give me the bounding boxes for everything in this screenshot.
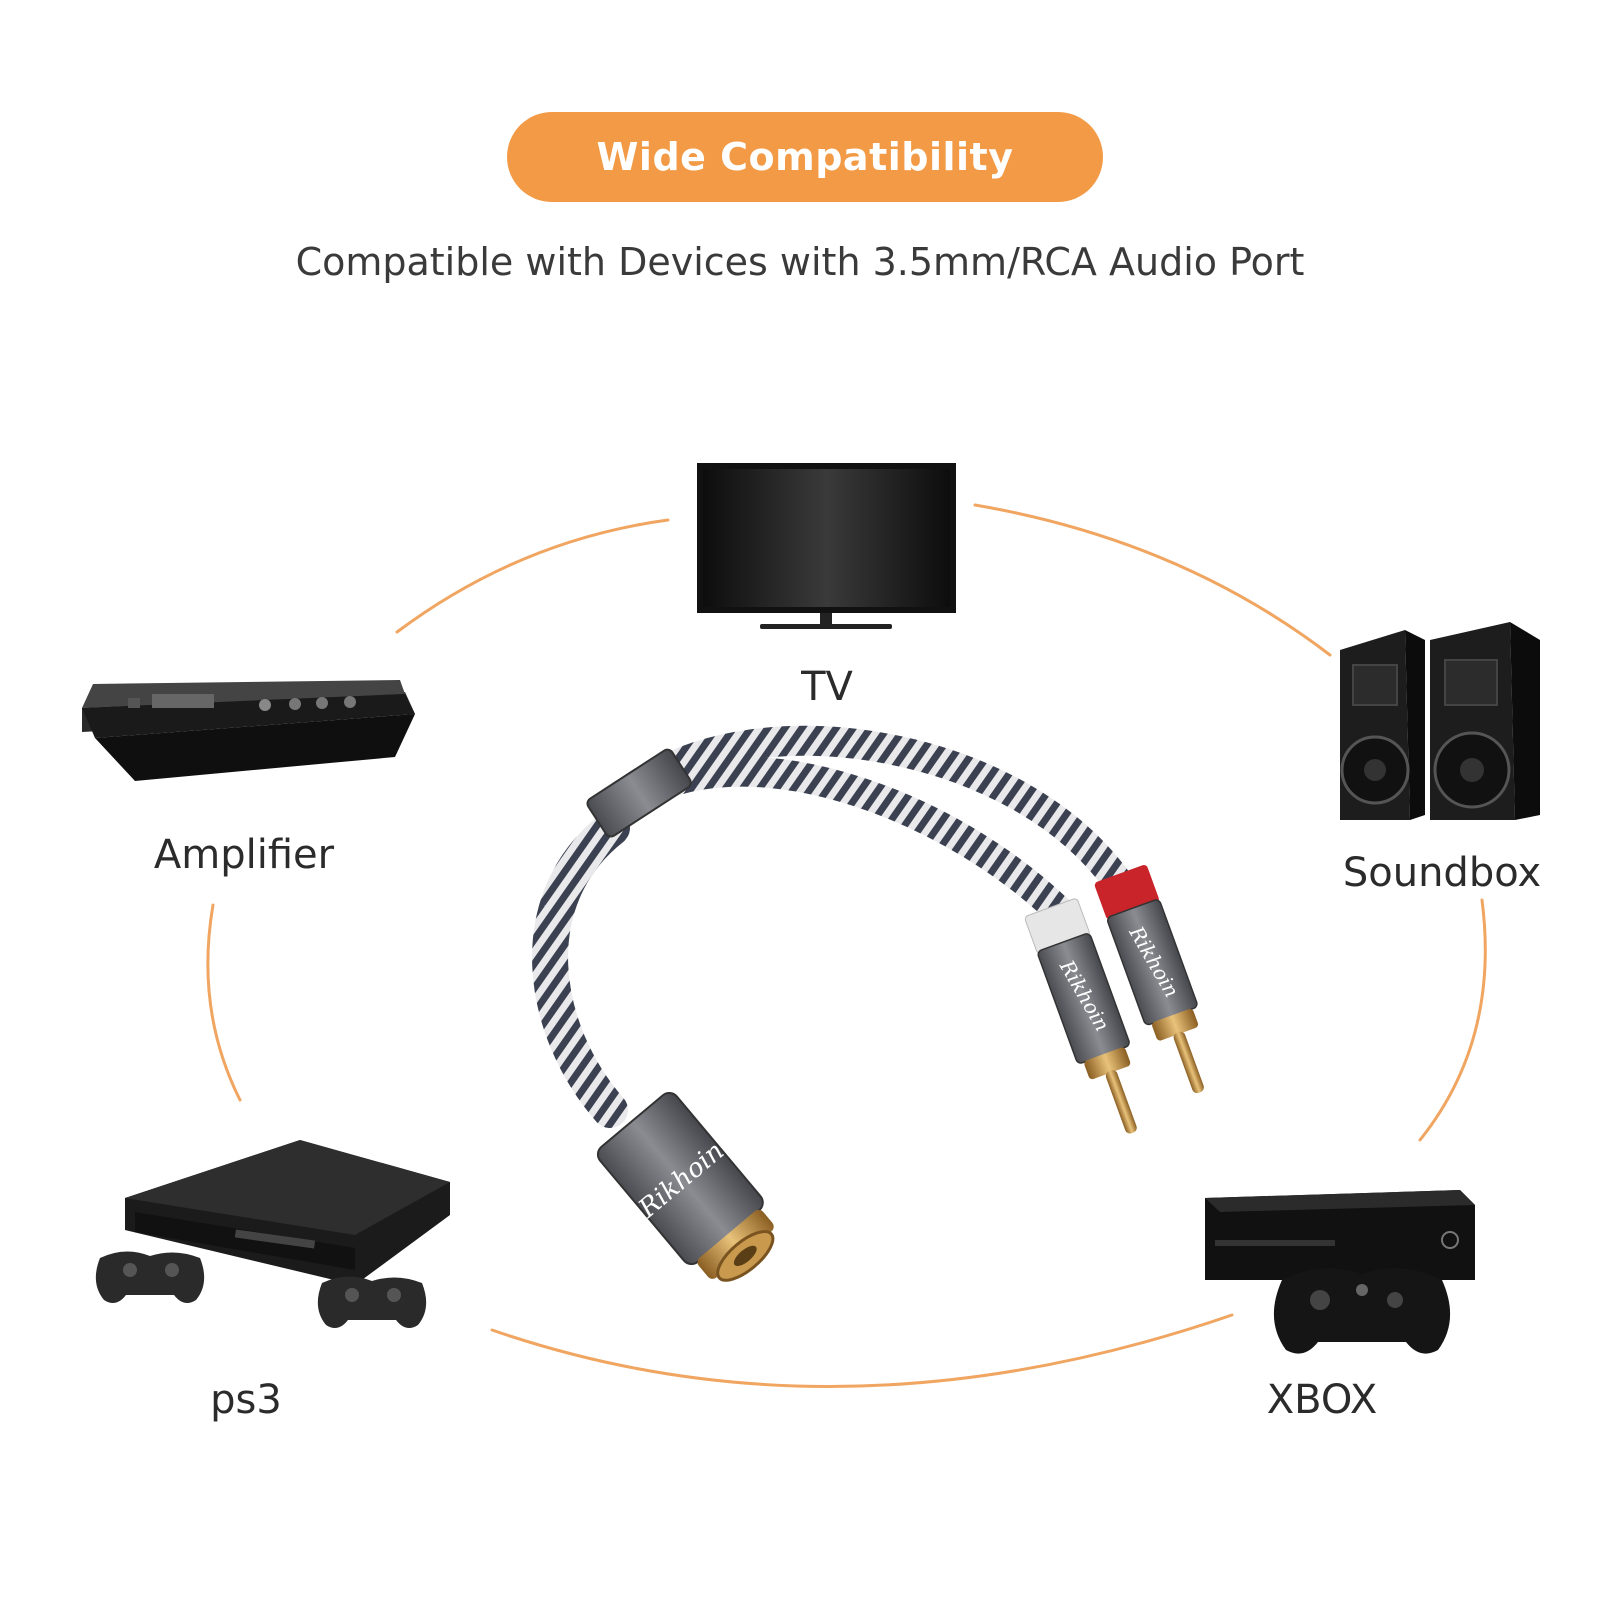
device-label-ps3: ps3	[210, 1377, 282, 1423]
badge-title: Wide Compatibility	[596, 135, 1014, 179]
connection-ring	[206, 503, 1487, 1388]
cable-branch-white	[625, 756, 1083, 935]
game-console-icon	[95, 1140, 450, 1329]
controller-icon	[317, 1276, 427, 1329]
ring-arc-bottom	[490, 1313, 1234, 1388]
page-subtitle: Compatible with Devices with 3.5mm/RCA A…	[295, 240, 1305, 284]
xbox-console-icon	[1205, 1190, 1475, 1354]
device-label-soundbox: Soundbox	[1342, 850, 1542, 896]
cable-main	[532, 810, 630, 1128]
amplifier-icon	[82, 680, 415, 781]
ring-arc-top-right	[973, 503, 1332, 657]
device-label-xbox: XBOX	[1266, 1377, 1378, 1423]
controller-icon	[1273, 1268, 1451, 1354]
ring-arc-right	[1418, 898, 1487, 1142]
device-label-amplifier: Amplifier	[153, 832, 335, 878]
rca-y-splitter-cable-icon: Rikhoin Rikhoin Rikhoin	[532, 725, 1204, 1282]
device-label-tv: TV	[801, 664, 853, 710]
rca-female-jack: Rikhoin	[596, 1092, 775, 1282]
rca-plug-red: Rikhoin	[1094, 865, 1204, 1094]
speakers-icon	[1340, 622, 1540, 820]
ring-arc-left	[206, 903, 242, 1102]
cable-branch-red	[625, 725, 1135, 900]
junction-sleeve	[586, 748, 692, 838]
rca-plug-white: Rikhoin	[1024, 898, 1137, 1134]
compatibility-badge: Wide Compatibility	[507, 112, 1103, 202]
ring-arc-top-left	[395, 518, 670, 634]
controller-icon	[95, 1251, 205, 1304]
tv-icon	[697, 463, 956, 629]
